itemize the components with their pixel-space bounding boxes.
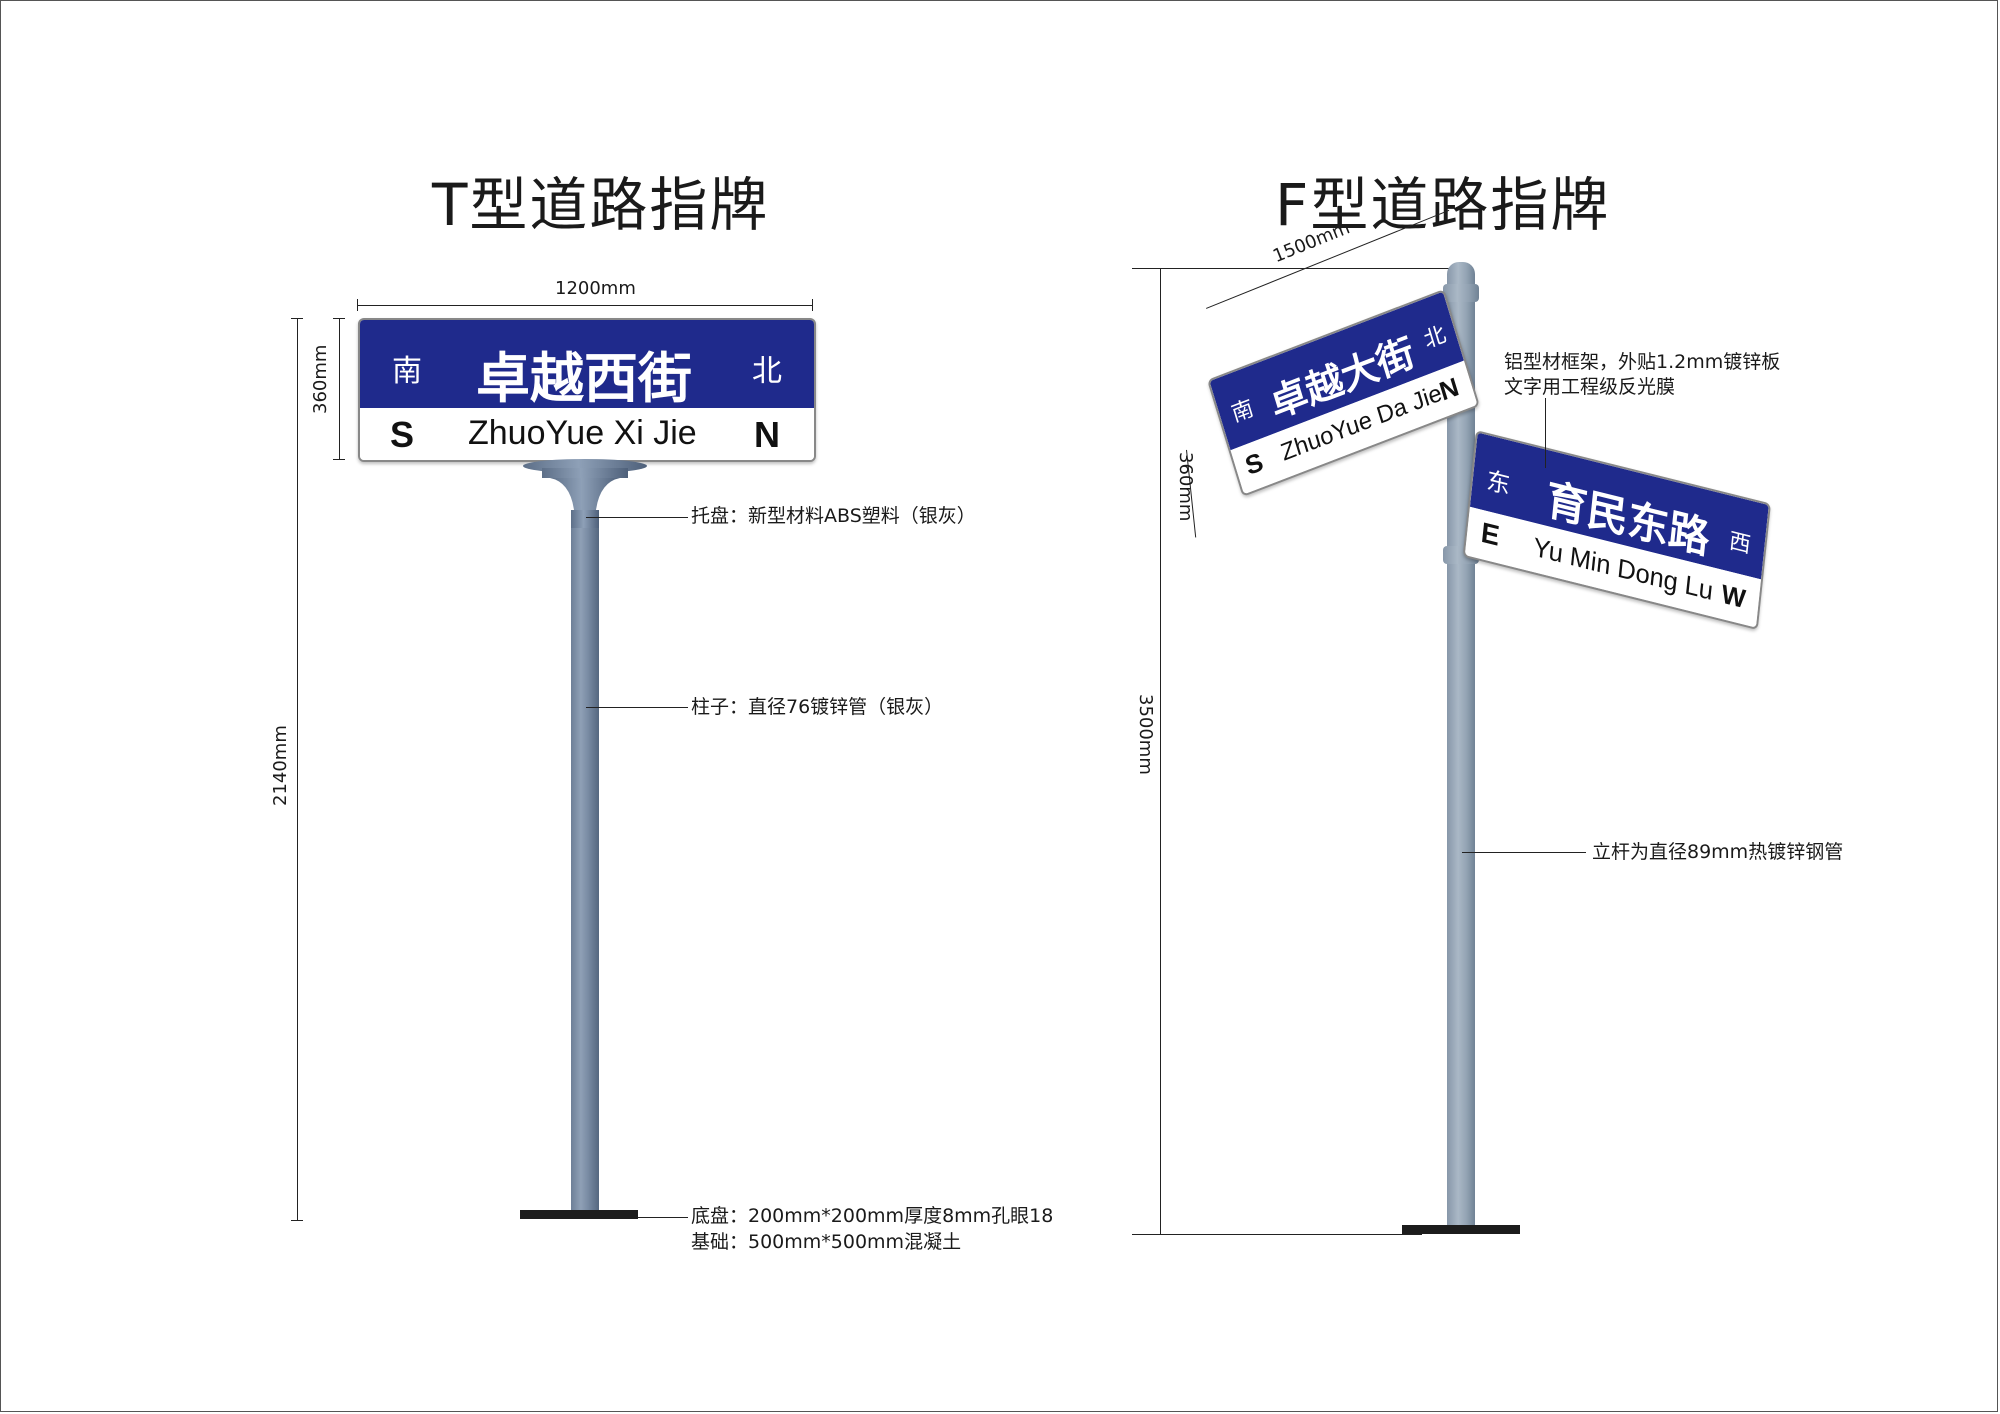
- t-tray: [523, 459, 647, 530]
- t-width-label: 1200mm: [555, 278, 636, 299]
- f-type-title: F型道路指牌: [1275, 171, 1611, 239]
- t-height-dim-line: [339, 318, 340, 459]
- f-total-height-label: 3500mm: [1135, 694, 1156, 775]
- t-base-plate: [520, 1210, 638, 1219]
- f-height-label: 360mm: [1175, 452, 1196, 522]
- t-width-tick-right: [812, 299, 813, 311]
- sign-dir-right-cn: 北: [752, 354, 782, 389]
- t-height-label: 360mm: [310, 344, 331, 414]
- sign-dir-left-en: E: [1479, 516, 1502, 552]
- t-street-sign: 南 卓越西街 北 S ZhuoYue Xi Jie N: [358, 318, 816, 462]
- f-pole-note: 立杆为直径89mm热镀锌钢管: [1592, 841, 1844, 863]
- f-base-plate: [1402, 1225, 1520, 1234]
- sign-street-name-cn: 卓越西街: [476, 347, 692, 410]
- sign-blue-panel: 南 卓越西街 北: [360, 320, 814, 410]
- f-frame-note-1: 铝型材框架，外贴1.2mm镀锌板: [1504, 351, 1781, 373]
- sign-street-name-en: ZhuoYue Xi Jie: [468, 414, 697, 452]
- t-width-dim-line: [357, 305, 813, 306]
- sign-dir-left-en: S: [390, 414, 415, 455]
- f-pole-collar-top: [1443, 284, 1479, 302]
- t-pole-leader: [586, 707, 688, 708]
- sign-dir-left-cn: 东: [1485, 466, 1512, 500]
- t-base-note-1: 底盘：200mm*200mm厚度8mm孔眼18: [691, 1205, 1054, 1227]
- f-total-top-line: [1132, 268, 1452, 269]
- t-base-note-2: 基础：500mm*500mm混凝土: [691, 1231, 962, 1253]
- f-frame-leader: [1545, 398, 1546, 468]
- t-pole-note: 柱子：直径76镀锌管（银灰）: [691, 696, 944, 718]
- t-total-tick-bottom: [291, 1220, 303, 1221]
- sign-dir-left-cn: 南: [392, 354, 422, 389]
- sign-dir-right-cn: 西: [1727, 528, 1752, 559]
- t-type-title: T型道路指牌: [432, 171, 770, 239]
- t-total-dim-line: [297, 318, 298, 1221]
- sign-white-panel: S ZhuoYue Xi Jie N: [360, 408, 814, 460]
- t-base-leader: [638, 1217, 688, 1218]
- t-tray-note: 托盘：新型材料ABS塑料（银灰）: [691, 505, 976, 527]
- f-frame-note-2: 文字用工程级反光膜: [1504, 376, 1676, 398]
- f-total-bottom-line: [1132, 1234, 1422, 1235]
- t-height-tick-top: [333, 318, 345, 319]
- t-width-tick-left: [357, 299, 358, 311]
- t-total-height-label: 2140mm: [270, 725, 291, 806]
- f-pole-leader: [1462, 852, 1586, 853]
- sign-dir-right-en: N: [754, 414, 780, 455]
- t-total-tick-top: [291, 318, 303, 319]
- sign-dir-left-en: S: [1241, 446, 1267, 482]
- sign-dir-left-cn: 南: [1228, 395, 1257, 428]
- t-tray-leader: [586, 517, 688, 518]
- t-height-tick-bottom: [333, 459, 345, 460]
- f-pole: [1447, 262, 1475, 1228]
- f-total-dim-line: [1160, 268, 1161, 1234]
- sign-dir-right-cn: 北: [1421, 322, 1450, 354]
- t-pole: [571, 528, 599, 1216]
- sign-dir-right-en: W: [1720, 578, 1748, 615]
